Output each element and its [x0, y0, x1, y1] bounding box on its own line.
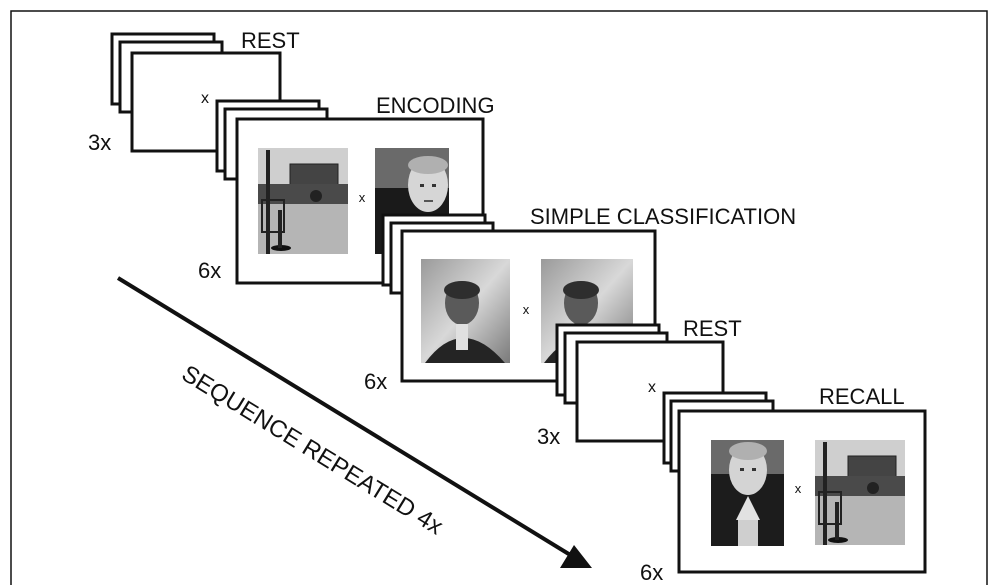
- face-photo: [711, 440, 784, 546]
- fixation-cross: x: [648, 379, 656, 396]
- fixation-cross: x: [523, 302, 530, 317]
- block-count: 3x: [88, 130, 111, 155]
- recall-block: x RECALL 6x: [640, 384, 927, 585]
- block-count: 6x: [198, 258, 221, 283]
- block-count: 3x: [537, 424, 560, 449]
- arrow-shaft: [116, 276, 574, 558]
- block-count: 6x: [364, 369, 387, 394]
- scene-photo: [258, 148, 348, 254]
- fixation-cross: x: [795, 481, 802, 496]
- arrow-label: SEQUENCE REPEATED 4x: [177, 360, 448, 540]
- fixation-cross: x: [201, 90, 209, 107]
- block-label-rest: REST: [241, 28, 300, 53]
- outer-frame: [10, 10, 988, 585]
- scene-photo: [815, 440, 905, 545]
- block-label-classification: SIMPLE CLASSIFICATION: [530, 204, 796, 229]
- block-label-encoding: ENCODING: [376, 93, 495, 118]
- block-label-recall: RECALL: [819, 384, 905, 409]
- block-label-rest: REST: [683, 316, 742, 341]
- face-photo: [421, 259, 510, 363]
- block-count: 6x: [640, 560, 663, 585]
- fixation-cross: x: [359, 190, 366, 205]
- arrow-head: [560, 545, 592, 568]
